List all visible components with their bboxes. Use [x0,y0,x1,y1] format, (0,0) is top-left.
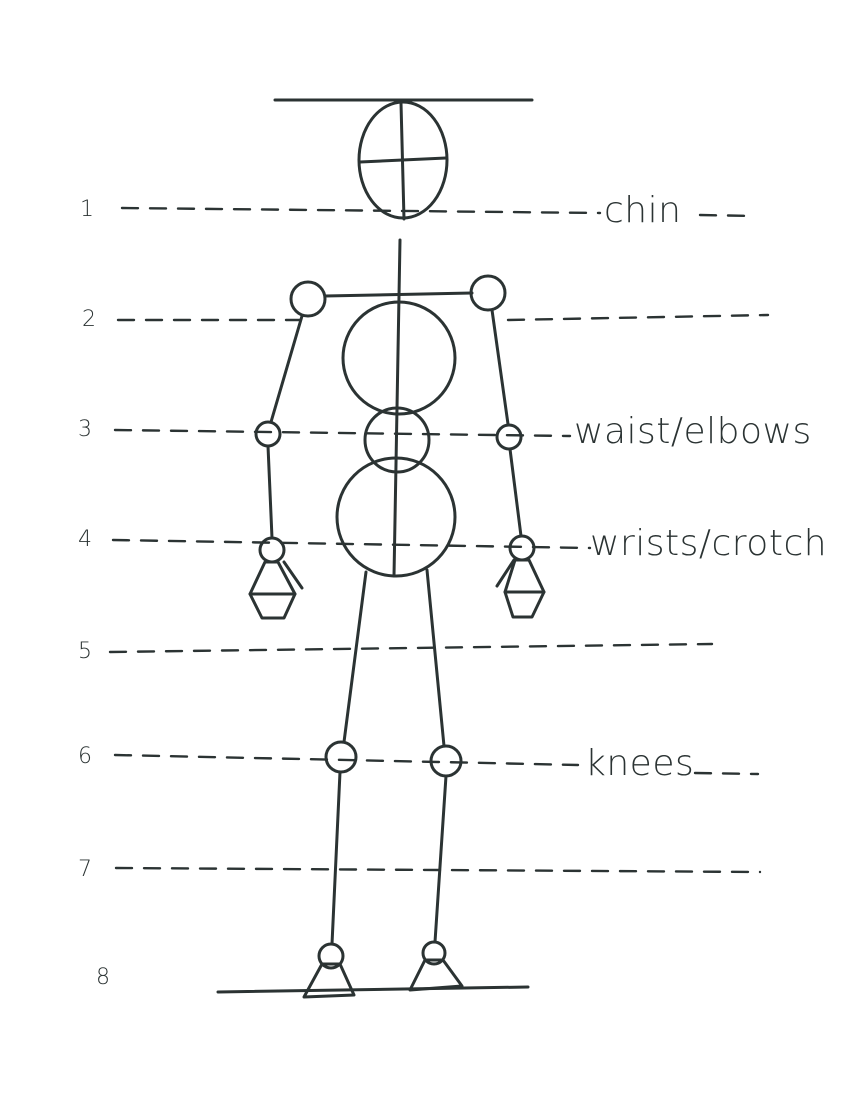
guide-lines [108,206,770,874]
left-arm [248,280,327,620]
torso [335,300,457,578]
right-ankle-joint [421,940,447,966]
right-forearm [508,447,523,538]
guide-line-1-tail [698,213,757,218]
unit-number-2: 2 [82,307,96,332]
label-wrists-crotch: wrists/crotch [590,523,827,564]
right-thigh [425,568,446,748]
left-thumb [282,560,304,590]
waist-circle [363,406,431,474]
unit-number-8: 8 [96,965,110,990]
guide-line-4 [111,538,592,550]
left-ankle-joint [317,942,345,970]
left-wrist-joint [258,536,286,564]
landmark-labels: chin waist/elbows wrists/crotch knees [574,190,827,784]
left-thigh [342,570,368,744]
left-knee-joint [324,740,358,774]
guide-line-3 [113,428,572,438]
left-shin [330,770,342,946]
right-leg [408,568,464,992]
right-hand [503,558,546,619]
chest-circle [341,300,457,416]
guide-line-6 [113,753,580,767]
right-arm [469,274,546,619]
right-upper-arm [490,308,510,426]
guide-line-5 [108,642,714,654]
left-leg [302,570,368,999]
unit-number-7: 7 [78,857,92,882]
left-elbow-joint [254,420,282,448]
unit-number-6: 6 [78,744,92,769]
right-shoulder-joint [469,274,507,312]
right-thumb [495,558,516,588]
unit-number-4: 4 [78,527,92,552]
left-foot [302,962,356,999]
label-knees: knees [585,743,694,784]
guide-line-2-right [506,313,770,322]
guide-line-1 [120,206,602,215]
unit-number-3: 3 [78,417,92,442]
guide-line-7 [114,866,762,874]
unit-number-5: 5 [78,639,92,664]
ground-line [216,985,530,994]
head-horizontal-guide [358,156,448,164]
head [357,100,449,221]
guide-line-6-tail [693,771,760,776]
right-shin [433,774,448,944]
label-waist-elbows: waist/elbows [574,411,812,452]
unit-number-1: 1 [80,197,94,222]
left-forearm [266,444,274,540]
pelvis-oval [335,456,457,578]
right-elbow-joint [495,423,523,451]
left-upper-arm [269,314,304,424]
left-shoulder-joint [289,280,327,318]
right-foot [408,958,464,992]
right-wrist-joint [508,534,536,562]
label-chin: chin [604,190,681,231]
shoulder-line [323,291,474,298]
unit-numbers: 1 2 3 4 5 6 7 8 [78,197,110,990]
